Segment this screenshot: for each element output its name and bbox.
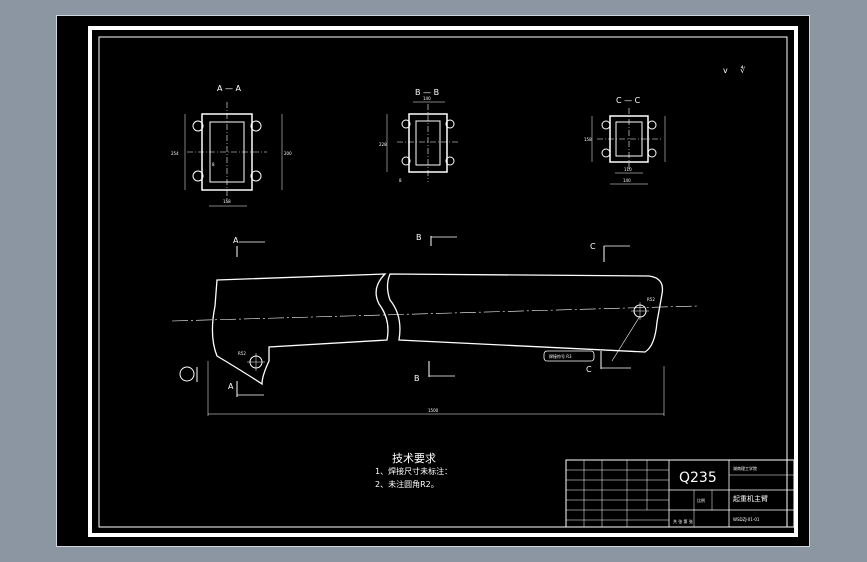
section-a: 254 200 158 8 — [171, 102, 292, 207]
weld-callout: 焊接符号 R3 — [549, 353, 572, 359]
section-b-width: 140 — [423, 96, 431, 101]
school-name: 湖南理工学院 — [733, 465, 757, 471]
tech-req-title: 技术要求 — [392, 452, 436, 465]
section-c-title: C — C — [616, 96, 641, 105]
section-b-title: B — B — [415, 88, 439, 97]
section-b-wall: 8 — [399, 178, 402, 183]
tech-requirements: 技术要求 1、焊接尺寸未标注： 2、未注圆角R2。 — [375, 452, 452, 489]
weld-symbol-left — [179, 366, 195, 382]
scale-label: 比例 — [697, 497, 705, 503]
roughness-note: ⅴ — [723, 66, 728, 75]
section-c-inner-width: 110 — [624, 167, 632, 172]
section-a-title: A — A — [217, 84, 242, 93]
hole-left-radius: R52 — [238, 351, 246, 356]
cut-mark-a-bottom: A — [228, 382, 234, 391]
overall-length: 1500 — [428, 408, 439, 413]
section-c-outer-width: 140 — [623, 178, 631, 183]
section-c-height: 158 — [584, 137, 592, 142]
cut-mark-c-bottom: C — [586, 365, 592, 374]
drawing-number: WSDZJ-01-01 — [733, 517, 760, 522]
engineering-drawing: ⅴ ∜ A — A 254 200 158 8 B — B 228 140 8 … — [88, 26, 798, 537]
cad-viewport[interactable]: ⅴ ∜ A — A 254 200 158 8 B — B 228 140 8 … — [56, 15, 810, 547]
title-block: Q235 湖南理工学院 起重机主臂 WSDZJ-01-01 比例 共 张 第 张 — [565, 459, 795, 528]
cut-mark-c-top: C — [590, 242, 596, 251]
section-a-width: 158 — [223, 199, 231, 204]
material-label: Q235 — [679, 470, 717, 486]
section-b: 228 140 8 — [379, 96, 459, 183]
boom-elevation: R52 R52 1500 焊接符号 R3 — [171, 273, 698, 416]
cut-mark-a-top: A — [233, 236, 239, 245]
sheet-label: 共 张 第 张 — [673, 518, 693, 524]
section-b-height: 228 — [379, 142, 387, 147]
part-name: 起重机主臂 — [733, 494, 768, 503]
hole-right-radius: R52 — [647, 297, 655, 302]
sheet-inner-border — [98, 36, 788, 528]
section-c: 158 110 140 — [584, 108, 666, 185]
tech-req-item-2: 2、未注圆角R2。 — [375, 479, 439, 489]
section-a-height: 254 — [171, 151, 179, 156]
cut-mark-b-top: B — [416, 233, 422, 242]
roughness-symbol: ∜ — [740, 65, 746, 75]
cut-mark-b-bottom: B — [414, 374, 420, 383]
weld-callout-box — [543, 350, 595, 362]
cut-marks: A B C A B C — [228, 233, 631, 397]
tech-req-item-1: 1、焊接尺寸未标注： — [375, 466, 452, 476]
section-a-inner-height: 200 — [284, 151, 292, 156]
section-a-thickness: 8 — [212, 162, 215, 167]
sheet-outer-border — [88, 26, 798, 537]
